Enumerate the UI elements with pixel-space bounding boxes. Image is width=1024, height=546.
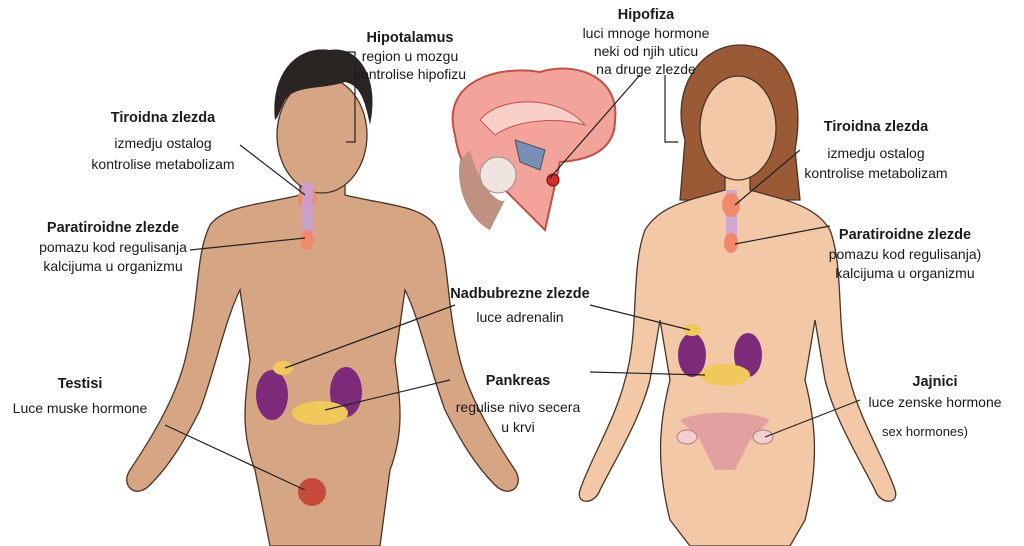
- female-pancreas: [700, 364, 750, 386]
- label-title: Jajnici: [912, 374, 958, 390]
- female-ovary-left: [676, 429, 698, 445]
- pituitary-shape: [546, 173, 560, 187]
- label-title: Nadbubrezne zlezde: [450, 286, 590, 302]
- female-kidney-right: [734, 333, 762, 377]
- label-line: regulise nivo secera: [455, 399, 581, 415]
- label-line: Luce muske hormone: [12, 400, 148, 416]
- label-line: na druge zlezde: [596, 61, 696, 77]
- female-kidney-left: [678, 333, 706, 377]
- label-line: luci mnoge hormone: [582, 25, 710, 41]
- label-hypothalamus: Hipotalamus region u mozgu kontrolise hi…: [354, 29, 466, 83]
- hypothalamus-shape: [514, 139, 546, 171]
- label-title: Hipofiza: [617, 7, 675, 23]
- label-title: Hipotalamus: [366, 30, 454, 46]
- label-ovaries: Jajnici luce zenske hormone sex hormones…: [868, 372, 1001, 442]
- female-thyroid: [722, 193, 740, 217]
- label-line: luce adrenalin: [476, 309, 564, 325]
- male-testes: [298, 478, 326, 506]
- label-line: kontrolise metabolizam: [91, 156, 235, 172]
- label-line: kontrolise metabolizam: [804, 165, 948, 181]
- label-thyroid-male: Tiroidna zlezda izmedju ostalog kontroli…: [91, 108, 234, 175]
- label-title: Paratiroidne zlezde: [46, 220, 180, 236]
- male-kidney-left: [256, 370, 288, 420]
- label-line: kalcijuma u organizmu: [835, 265, 975, 281]
- label-line: pomazu kod regulisanja): [828, 246, 982, 262]
- label-title: Tiroidna zlezda: [823, 119, 929, 135]
- label-parathyroid-female: Paratiroidne zlezde pomazu kod regulisan…: [829, 226, 982, 283]
- brain: [451, 67, 617, 232]
- label-line: izmedju ostalog: [827, 145, 925, 161]
- label-line: kalcijuma u organizmu: [43, 258, 183, 274]
- label-line: pomazu kod regulisanja: [39, 239, 187, 255]
- male-pancreas: [292, 401, 348, 425]
- label-thyroid-female: Tiroidna zlezda izmedju ostalog kontroli…: [804, 117, 947, 183]
- label-title: Pankreas: [485, 373, 551, 389]
- male-hair: [274, 49, 373, 125]
- label-title: Testisi: [57, 376, 103, 392]
- label-line: kontrolise hipofizu: [353, 66, 467, 82]
- label-title: Tiroidna zlezda: [110, 110, 216, 126]
- label-pituitary: Hipofiza luci mnoge hormone neki od njih…: [583, 6, 710, 78]
- label-parathyroid-male: Paratiroidne zlezde pomazu kod regulisan…: [39, 219, 187, 276]
- female-ovary-right: [752, 429, 774, 445]
- label-line: neki od njih uticu: [593, 43, 699, 59]
- female-uterus: [680, 412, 770, 470]
- male-trachea: [302, 183, 313, 243]
- leader-lines: [164, 51, 861, 491]
- label-pancreas: Pankreas regulise nivo secera u krvi: [456, 371, 581, 437]
- label-line: luce zenske hormone: [868, 394, 1002, 410]
- label-line: region u mozgu: [361, 48, 459, 64]
- label-line: u krvi: [501, 419, 535, 435]
- label-testes: Testisi Luce muske hormone: [13, 372, 148, 420]
- male-body: [126, 76, 519, 546]
- label-title: Paratiroidne zlezde: [838, 227, 972, 243]
- male-organs: [256, 183, 362, 506]
- label-line: sex hormones): [882, 424, 968, 439]
- female-organs: [676, 190, 774, 470]
- label-line: izmedju ostalog: [114, 135, 212, 151]
- label-adrenal: Nadbubrezne zlezde luce adrenalin: [450, 283, 589, 329]
